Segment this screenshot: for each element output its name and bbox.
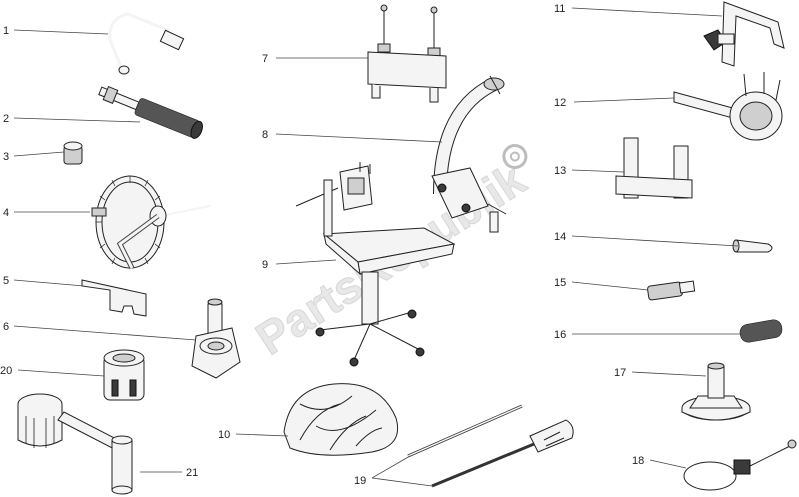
callout-7: 7 bbox=[262, 53, 268, 65]
part-11-bracket bbox=[703, 1, 785, 67]
callout-18: 18 bbox=[632, 455, 644, 467]
callout-1: 1 bbox=[3, 25, 9, 37]
part-12-ring-gauge bbox=[673, 72, 783, 141]
callout-16: 16 bbox=[554, 329, 566, 341]
part-19-rods bbox=[407, 404, 574, 488]
callout-3: 3 bbox=[3, 151, 9, 163]
part-13-fork-gauge bbox=[615, 137, 693, 199]
part-14-drift bbox=[732, 239, 773, 253]
part-6-puller bbox=[191, 298, 241, 379]
part-7-stud-bracket bbox=[367, 4, 447, 103]
part-1-bent-rod bbox=[108, 12, 185, 75]
callout-20: 20 bbox=[0, 365, 12, 377]
callout-15: 15 bbox=[554, 277, 566, 289]
part-10-cover bbox=[283, 383, 398, 456]
callout-13: 13 bbox=[554, 165, 566, 177]
callout-6: 6 bbox=[3, 321, 9, 333]
callout-10: 10 bbox=[218, 429, 230, 441]
callout-4: 4 bbox=[3, 207, 9, 219]
leader-lines bbox=[13, 7, 740, 487]
callout-9: 9 bbox=[262, 259, 268, 271]
part-2-knurled-pin bbox=[98, 85, 203, 139]
part-17-base-puller bbox=[681, 362, 751, 421]
part-4-degree-wheel bbox=[91, 175, 211, 270]
part-16-knurled-sleeve bbox=[739, 319, 783, 343]
part-18-strap-wrench bbox=[683, 439, 797, 491]
callout-2: 2 bbox=[3, 113, 9, 125]
part-5-gauge-plate bbox=[81, 279, 147, 317]
part-9-engine-stand bbox=[295, 162, 456, 367]
part-21-flywheel-holder bbox=[17, 393, 133, 495]
callout-8: 8 bbox=[262, 129, 268, 141]
callout-11: 11 bbox=[554, 3, 565, 15]
callout-12: 12 bbox=[554, 97, 566, 109]
callout-14: 14 bbox=[554, 231, 566, 243]
part-20-socket bbox=[103, 349, 145, 401]
callout-labels: 1 2 3 4 5 6 7 8 9 10 11 12 13 14 15 16 1… bbox=[0, 3, 644, 487]
watermark-gear-icon bbox=[502, 144, 528, 170]
part-3-bushing bbox=[63, 141, 83, 165]
callout-19: 19 bbox=[354, 475, 366, 487]
callout-5: 5 bbox=[3, 275, 9, 287]
callout-17: 17 bbox=[614, 367, 626, 379]
part-8-curved-arm bbox=[431, 75, 507, 233]
callout-21: 21 bbox=[186, 467, 198, 479]
part-15-threaded-pin bbox=[647, 280, 696, 301]
